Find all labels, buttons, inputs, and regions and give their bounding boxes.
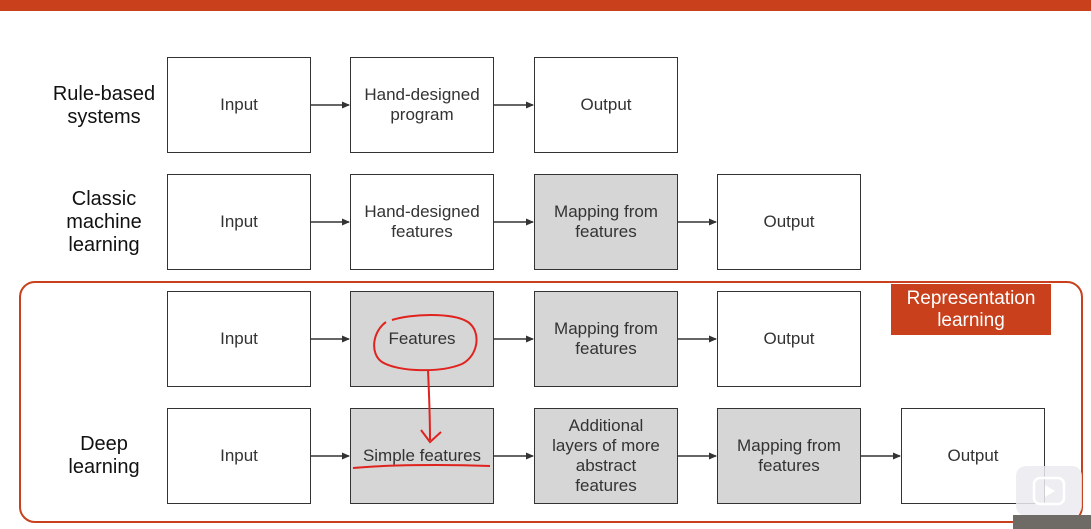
deep-input-box: Input xyxy=(167,408,311,504)
annotation-circle xyxy=(373,314,478,372)
classic-output-box: Output xyxy=(717,174,861,270)
deep-abstract-layers-box: Additional layers of more abstract featu… xyxy=(534,408,678,504)
classic-features-box: Hand-designed features xyxy=(350,174,494,270)
representation-input-box: Input xyxy=(167,291,311,387)
row-label-rule-based: Rule-based systems xyxy=(52,83,156,128)
presenter-avatar xyxy=(1013,515,1091,529)
deep-output-box: Output xyxy=(901,408,1045,504)
play-icon xyxy=(1032,476,1066,506)
deep-mapping-box: Mapping from features xyxy=(717,408,861,504)
annotation-arrow-head xyxy=(420,429,442,444)
rule-based-program-box: Hand-designed program xyxy=(350,57,494,153)
rule-based-input-box: Input xyxy=(167,57,311,153)
row-label-classic-ml: Classic machine learning xyxy=(66,188,142,256)
classic-input-box: Input xyxy=(167,174,311,270)
classic-mapping-box: Mapping from features xyxy=(534,174,678,270)
annotation-underline xyxy=(352,463,491,469)
representation-learning-badge: Representation learning xyxy=(891,284,1051,335)
representation-learning-frame xyxy=(19,281,1083,523)
deep-simple-features-box: Simple features xyxy=(350,408,494,504)
row-label-deep-learning: Deep learning xyxy=(68,433,140,478)
top-accent-bar xyxy=(0,0,1091,11)
annotation-arrow-line xyxy=(427,369,431,441)
video-play-button[interactable] xyxy=(1016,466,1082,516)
representation-mapping-box: Mapping from features xyxy=(534,291,678,387)
representation-output-box: Output xyxy=(717,291,861,387)
rule-based-output-box: Output xyxy=(534,57,678,153)
